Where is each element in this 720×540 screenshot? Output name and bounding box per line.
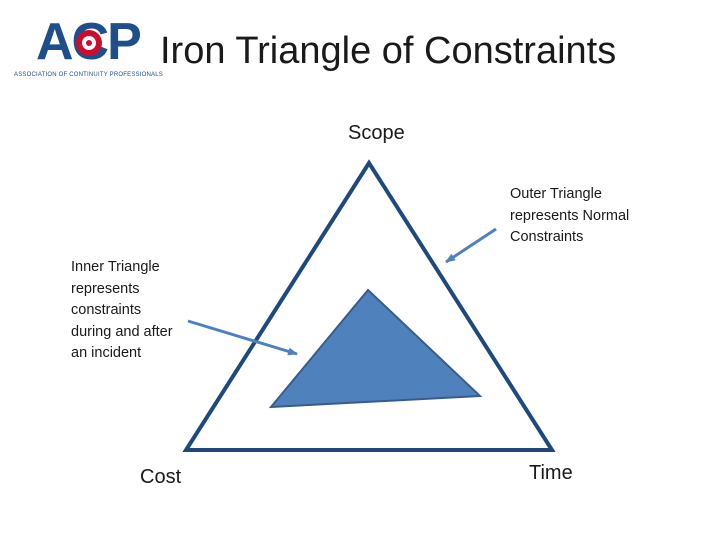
inner-note-line: an incident <box>71 345 142 361</box>
inner-note-line: during and after <box>71 323 173 340</box>
acp-logo: ACP ASSOCIATION OF CONTINUITY PROFESSION… <box>14 12 163 84</box>
outer-note-line: represents Normal <box>510 207 630 224</box>
scope-label: Scope <box>348 122 405 144</box>
inner-note-line: Inner Triangle <box>71 259 160 275</box>
inner-note-line: constraints <box>71 302 142 318</box>
inner-annotation-arrow <box>187 319 298 356</box>
outer-note-line: Outer Triangle <box>510 186 602 202</box>
inner-note-line: represents <box>71 280 140 297</box>
outer-note-line: Constraints <box>510 229 584 245</box>
logo-subtitle: ASSOCIATION OF CONTINUITY PROFESSIONALS <box>14 72 163 78</box>
time-label: Time <box>529 462 573 484</box>
slide-title: Iron Triangle of Constraints <box>160 30 617 72</box>
logo-ring-dot <box>86 40 92 46</box>
outer-annotation-arrow <box>445 227 497 264</box>
inner-triangle <box>268 288 483 409</box>
inner-triangle-note: Inner Triangle represents constraints du… <box>71 257 173 365</box>
outer-triangle-note: Outer Triangle represents Normal Constra… <box>510 184 629 249</box>
cost-label: Cost <box>140 466 182 488</box>
